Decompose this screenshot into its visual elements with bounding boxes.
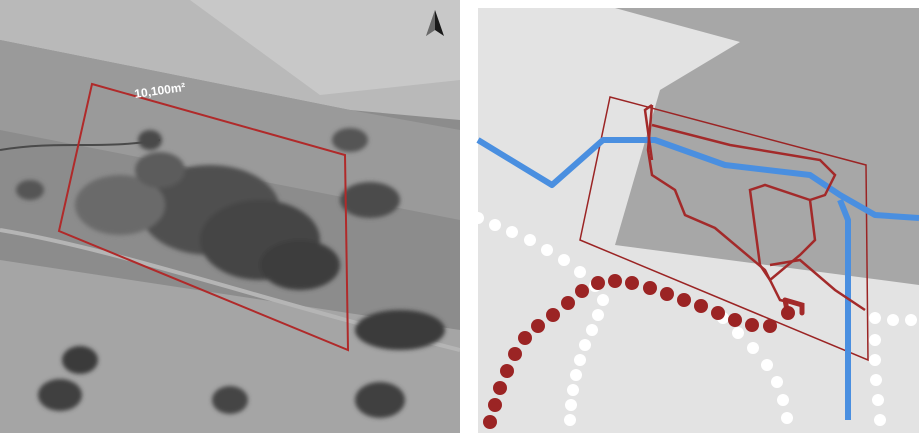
- dark-zone: [615, 8, 919, 285]
- photo-grain: [0, 0, 460, 433]
- drainage-line: [837, 198, 851, 420]
- walking-path: [646, 104, 801, 307]
- site-boundary: [57, 82, 350, 352]
- site-boundary-outline: [579, 96, 869, 362]
- walking-path-upper: [643, 103, 837, 202]
- site-diagram-panel: [470, 0, 919, 433]
- aerial-photo-panel: 10,100m²: [0, 0, 460, 433]
- north-arrow-icon: [426, 10, 444, 36]
- walking-path-east: [769, 258, 866, 312]
- tree-cluster: [16, 128, 445, 418]
- open-area: [478, 8, 740, 95]
- lower-field: [0, 260, 460, 433]
- white-dotted-trail: [472, 212, 609, 426]
- site-diagram: [472, 8, 919, 433]
- upper-right-field: [190, 0, 460, 95]
- red-dotted-trail: [483, 274, 795, 429]
- creek-line: [476, 137, 919, 221]
- aerial-photo: 10,100m²: [0, 0, 460, 433]
- walking-loop: [748, 183, 817, 282]
